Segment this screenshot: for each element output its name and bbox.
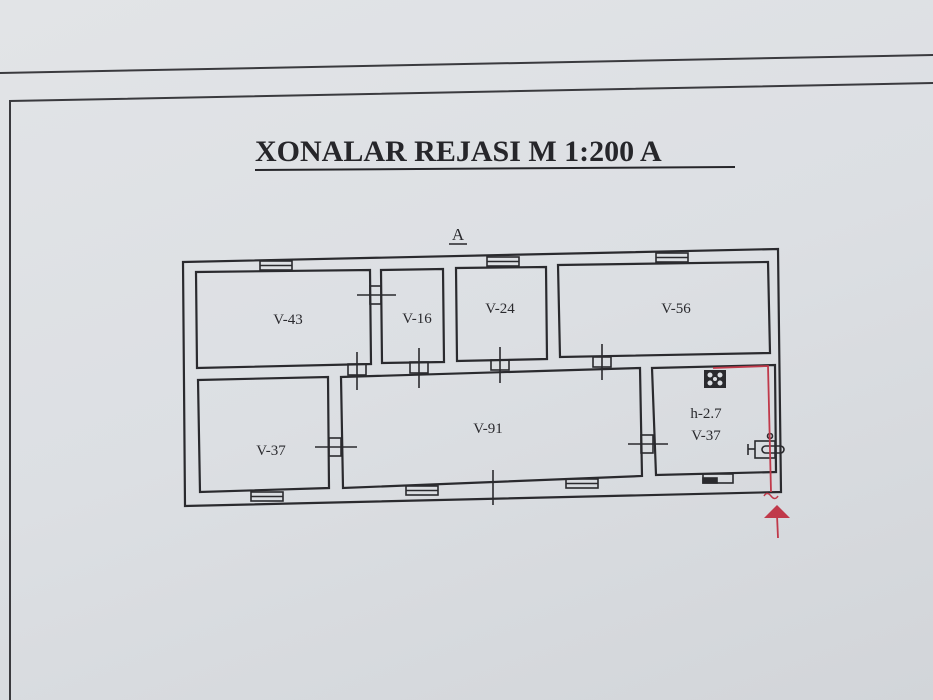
plan-title: XONALAR REJASI M 1:200 A <box>255 135 662 168</box>
room-label: V-16 <box>402 311 432 327</box>
room-label: V-43 <box>273 312 302 328</box>
room-label: V-24 <box>485 301 515 317</box>
room-v43: V-43 <box>194 268 373 370</box>
sheet-border-inner <box>9 82 933 700</box>
sheet-border-outer <box>0 54 933 74</box>
room-label: V-91 <box>473 421 502 437</box>
title-underline <box>254 166 736 171</box>
axis-label: A <box>452 225 465 244</box>
room-v16: V-16 <box>379 267 446 365</box>
gas-inlet-arrow-icon <box>764 505 790 518</box>
outer-wall <box>181 247 783 508</box>
room-kitchen-v37: h-2.7 V-37 <box>650 363 778 477</box>
room-height-label: h-2.7 <box>690 406 722 422</box>
windows <box>250 252 734 502</box>
room-v56: V-56 <box>556 260 772 359</box>
room-label: V-37 <box>691 428 721 444</box>
room-v91: V-91 <box>339 366 644 490</box>
room-label: V-37 <box>256 443 286 459</box>
stove-icon <box>704 370 726 388</box>
room-v24: V-24 <box>454 265 549 363</box>
room-v37-left: V-37 <box>196 375 331 494</box>
doors <box>315 285 668 505</box>
gas-supply-line <box>712 365 790 539</box>
room-label: V-56 <box>661 301 691 317</box>
gas-meter-icon <box>747 432 785 459</box>
